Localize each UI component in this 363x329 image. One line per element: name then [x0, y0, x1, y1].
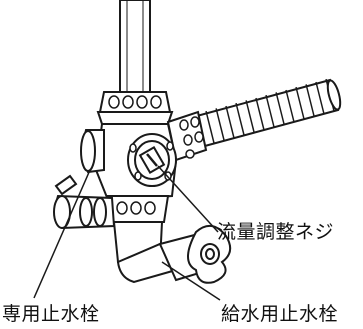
supply-pipe: [119, 0, 151, 93]
label-dedicated-stop-valve: 専用止水栓: [2, 303, 100, 325]
label-supply-stop-valve: 給水用止水栓: [221, 303, 339, 325]
leader-dedicated-valve: [33, 169, 91, 299]
leader-flow-screw: [157, 165, 219, 233]
leader-lines: [33, 165, 221, 301]
upper-nut: [96, 91, 174, 125]
valve-body: [80, 123, 178, 202]
label-flow-adjust-screw: 流量調整ネジ: [217, 221, 335, 243]
hose-nut: [166, 110, 208, 162]
flexible-hose: [180, 78, 342, 152]
leader-supply-valve: [161, 261, 221, 301]
dedicated-stop-valve-part: [53, 174, 116, 230]
supply-stop-valve-part: [116, 225, 232, 284]
